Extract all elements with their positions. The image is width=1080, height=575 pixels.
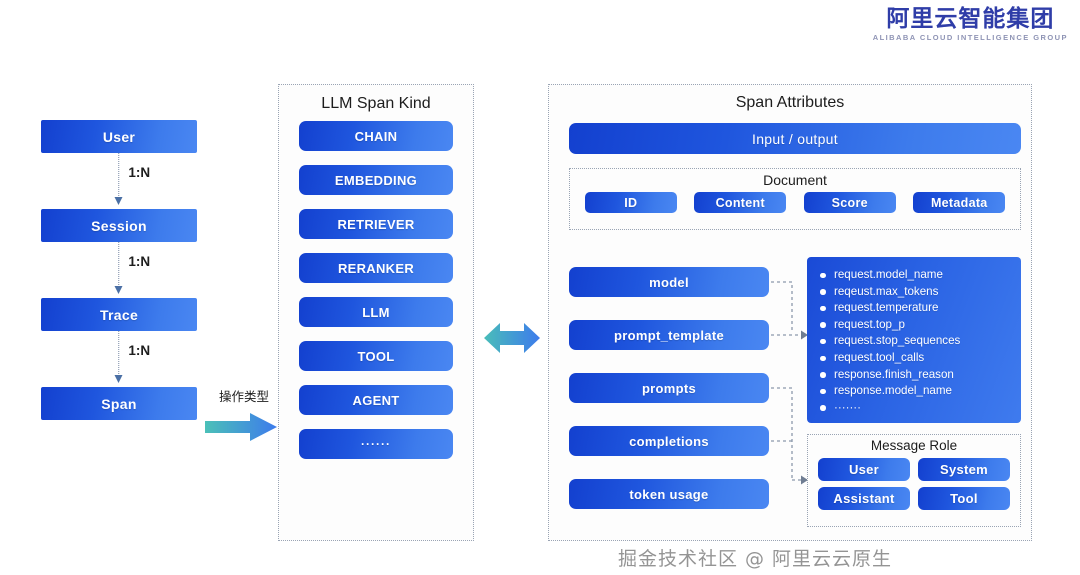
message-role-tool[interactable]: Tool (918, 487, 1010, 510)
alibaba-cloud-logo: 阿里云智能集团 ALIBABA CLOUD INTELLIGENCE GROUP (873, 8, 1068, 42)
document-chip-metadata[interactable]: Metadata (913, 192, 1006, 213)
span-attributes-panel: Span Attributes Input / output Document … (548, 84, 1032, 541)
document-chip-content[interactable]: Content (694, 192, 787, 213)
document-subpanel: Document ID Content Score Metadata (569, 168, 1021, 230)
list-item: response.model_name (820, 383, 1021, 400)
message-role-title: Message Role (870, 438, 958, 453)
flow-relation-label-1: 1:N (128, 165, 151, 180)
document-chip-row: ID Content Score Metadata (570, 192, 1020, 213)
attr-pill-prompt-template[interactable]: prompt_template (569, 320, 769, 350)
request-response-attribute-list: request.model_name reqeust.max_tokens re… (807, 257, 1021, 423)
document-chip-id[interactable]: ID (584, 192, 677, 213)
message-role-grid: User System Assistant Tool (808, 458, 1020, 510)
message-role-assistant[interactable]: Assistant (818, 487, 910, 510)
arrow-down-icon (114, 197, 123, 205)
entity-hierarchy-flow: User 1:N Session 1:N Trace 1:N Span (41, 120, 197, 420)
flow-connector-2: 1:N (41, 242, 197, 298)
logo-chinese-text: 阿里云智能集团 (886, 6, 1055, 32)
flow-connector-3: 1:N (41, 331, 197, 387)
span-kind-item-more[interactable]: ······ (299, 429, 453, 459)
span-attributes-title: Span Attributes (735, 94, 845, 111)
attr-pill-token-usage[interactable]: token usage (569, 479, 769, 509)
span-kind-item-agent[interactable]: AGENT (299, 385, 453, 415)
list-item: request.temperature (820, 300, 1021, 317)
flow-relation-label-2: 1:N (128, 254, 151, 269)
attr-pill-prompts[interactable]: prompts (569, 373, 769, 403)
flow-relation-label-3: 1:N (128, 343, 151, 358)
span-kind-item-reranker[interactable]: RERANKER (299, 253, 453, 283)
operation-type-annotation: 操作类型 (205, 386, 283, 447)
span-kind-item-tool[interactable]: TOOL (299, 341, 453, 371)
span-kind-title: LLM Span Kind (321, 95, 431, 112)
dotted-line (118, 331, 120, 378)
arrow-down-icon (114, 375, 123, 383)
span-kind-item-embedding[interactable]: EMBEDDING (299, 165, 453, 195)
flow-node-span[interactable]: Span (41, 387, 197, 420)
llm-span-kind-panel: LLM Span Kind CHAIN EMBEDDING RETRIEVER … (278, 84, 474, 541)
input-output-bar[interactable]: Input / output (569, 123, 1021, 154)
watermark-text: 掘金技术社区 @ 阿里云云原生 (617, 548, 893, 570)
attr-pill-completions[interactable]: completions (569, 426, 769, 456)
span-kind-item-retriever[interactable]: RETRIEVER (299, 209, 453, 239)
message-role-user[interactable]: User (818, 458, 910, 481)
document-title: Document (763, 172, 827, 188)
message-role-subpanel: Message Role User System Assistant Tool (807, 434, 1021, 527)
document-chip-score[interactable]: Score (803, 192, 896, 213)
flow-node-session[interactable]: Session (41, 209, 197, 242)
attribute-pill-stack: model prompt_template prompts completion… (569, 267, 769, 509)
flow-node-user[interactable]: User (41, 120, 197, 153)
message-role-system[interactable]: System (918, 458, 1010, 481)
dotted-line (118, 153, 120, 200)
span-kind-item-llm[interactable]: LLM (299, 297, 453, 327)
attr-pill-model[interactable]: model (569, 267, 769, 297)
flow-connector-1: 1:N (41, 153, 197, 209)
logo-english-text: ALIBABA CLOUD INTELLIGENCE GROUP (872, 33, 1068, 42)
double-arrow-icon (484, 318, 540, 363)
list-item: reqeust.max_tokens (820, 284, 1021, 301)
list-item: request.tool_calls (820, 350, 1021, 367)
dotted-line (118, 242, 120, 289)
arrow-right-icon (205, 412, 283, 447)
list-item: ······· (820, 400, 1021, 417)
flow-node-trace[interactable]: Trace (41, 298, 197, 331)
list-item: request.model_name (820, 267, 1021, 284)
list-item: response.finish_reason (820, 367, 1021, 384)
span-kind-list: CHAIN EMBEDDING RETRIEVER RERANKER LLM T… (279, 121, 473, 459)
list-item: request.top_p (820, 317, 1021, 334)
arrow-down-icon (114, 286, 123, 294)
operation-type-label: 操作类型 (218, 389, 269, 404)
list-item: request.stop_sequences (820, 333, 1021, 350)
span-kind-item-chain[interactable]: CHAIN (299, 121, 453, 151)
